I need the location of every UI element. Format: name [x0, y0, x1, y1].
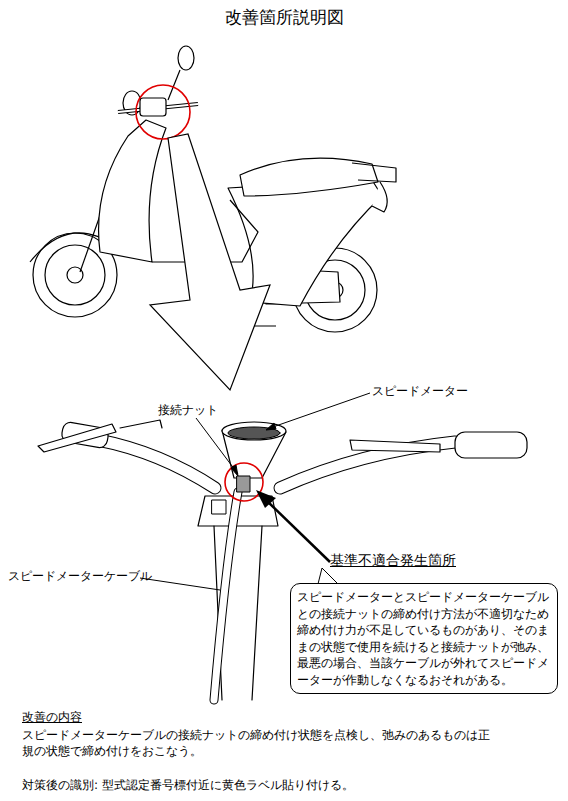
problem-circle: [225, 463, 263, 501]
leader-lines-part: [266, 423, 276, 430]
problem-arrow-part: [266, 500, 330, 562]
leader-lines-part: [231, 465, 238, 476]
scooter-drawing-part: [352, 163, 396, 182]
scooter-drawing-part: [140, 98, 166, 116]
zoom-arrow-part: [150, 134, 270, 390]
leader-lines-part: [140, 578, 220, 590]
section-heading: 改善の内容: [22, 710, 82, 725]
scooter-drawing-part: [168, 70, 180, 100]
scooter-drawing-part: [372, 182, 387, 212]
handlebar-drawing-part: [237, 476, 250, 492]
leader-lines-part: [196, 418, 238, 474]
zoom-arrow: [150, 134, 270, 390]
callout-text: スピードメーターとスピードメーターケーブルとの接続ナットの締め付け方法が不適切な…: [297, 589, 551, 688]
diagram-title: 改善箇所説明図: [0, 6, 568, 28]
handlebar-drawing-part: [455, 432, 527, 458]
identification-note: 対策後の識別: 型式認定番号標付近に黄色ラベル貼り付ける。: [22, 778, 354, 793]
detail-circle-part: [136, 85, 190, 139]
problem-circle-part: [225, 463, 263, 501]
callout-tail: [318, 568, 338, 584]
handlebar-drawing-part: [98, 440, 215, 488]
detail-circle: [136, 85, 190, 139]
scooter-drawing-part: [178, 46, 194, 70]
scooter-drawing-part: [228, 180, 382, 306]
handlebar-drawing-part: [350, 440, 440, 452]
handlebar-drawing-part: [212, 500, 226, 514]
scooter-drawing-part: [99, 120, 166, 262]
part-label: スピードメーター: [372, 384, 468, 398]
handlebar-drawing-part: [120, 420, 162, 428]
handlebar-drawing-part: [98, 440, 215, 488]
handlebar-drawing-part: [214, 492, 238, 700]
handlebar-drawing-part: [38, 424, 116, 452]
leader-lines-part: [270, 393, 370, 428]
handlebar-drawing-part: [214, 492, 238, 700]
part-label: 接続ナット: [158, 403, 218, 417]
problem-arrow-part: [256, 490, 276, 508]
problem-arrow: [256, 490, 330, 562]
handlebar-drawing-part: [222, 422, 286, 440]
part-label: スピードメーターケーブル: [8, 569, 152, 583]
callout-box: スピードメーターとスピードメーターケーブルとの接続ナットの締め付け方法が不適切な…: [290, 583, 558, 694]
callout-tail-part: [318, 568, 338, 584]
remedy-note: スピードメーターケーブルの接続ナットの締め付け状態を点検し、弛みのあるものは正規…: [22, 727, 492, 759]
problem-heading: 基準不適合発生箇所: [330, 552, 456, 569]
scooter-drawing-part: [45, 245, 105, 305]
